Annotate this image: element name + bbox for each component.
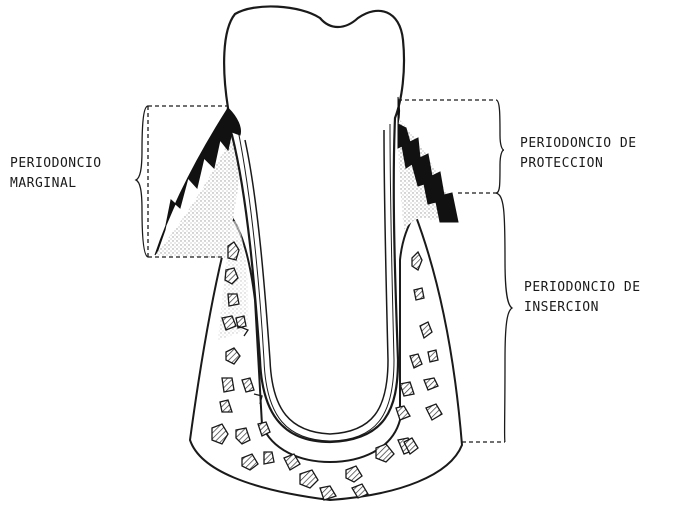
label-marginal-line2: MARGINAL <box>10 174 102 194</box>
marginal-brace <box>136 106 148 257</box>
label-periodoncio-marginal: PERIODONCIO MARGINAL <box>10 154 102 194</box>
label-proteccion-line2: PROTECCION <box>520 154 637 174</box>
label-insercion-line1: PERIODONCIO DE <box>524 278 641 298</box>
proteccion-brace <box>496 100 504 193</box>
gingiva-stipple-left <box>155 135 240 258</box>
label-insercion-line2: INSERCION <box>524 298 641 318</box>
label-proteccion-line1: PERIODONCIO DE <box>520 134 637 154</box>
label-marginal-line1: PERIODONCIO <box>10 154 102 174</box>
insercion-brace <box>496 193 512 442</box>
label-periodoncio-proteccion: PERIODONCIO DE PROTECCION <box>520 134 637 174</box>
label-periodoncio-insercion: PERIODONCIO DE INSERCION <box>524 278 641 318</box>
